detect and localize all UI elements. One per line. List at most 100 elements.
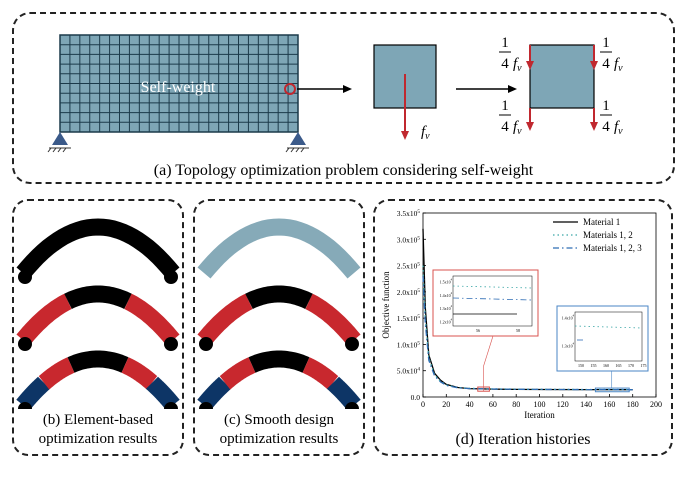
svg-text:1: 1 [602,35,610,51]
inset-2-x-tick-label: 170 [628,363,634,368]
legend-label: Materials 1, 2 [583,230,633,240]
inset-1-leader [483,335,494,367]
svg-text:1: 1 [501,35,509,51]
svg-text:1: 1 [501,98,509,114]
zoom-box-2 [594,387,630,393]
inset-1-y-tick-label: 1.4x104 [440,292,453,298]
arrow-right-icon [297,85,352,93]
y-tick-label: 1.5x105 [397,314,421,323]
arch-segment [305,293,361,346]
inset-2-x-tick-label: 150 [578,363,584,368]
inset-1-x-tick-label: 58 [516,328,520,333]
panel-a-caption: (a) Topology optimization problem consid… [153,162,534,179]
x-tick-label: 20 [442,400,450,409]
svg-text:fv: fv [513,119,522,137]
arch-support-foot [164,337,178,351]
quarter-force-label: 1 4 fv [600,98,623,137]
legend-label: Materials 1, 2, 3 [583,243,642,253]
arch-support-foot [199,337,213,351]
arch-segment [248,350,310,373]
panel-c-caption: (c) Smooth design optimization results [219,412,339,447]
x-tick-label: 200 [650,400,662,409]
panel-b-caption: (b) Element-based optimization results [38,412,158,447]
support-left-icon [47,132,71,153]
panel-b-drawing [16,218,180,409]
panel-c [193,199,365,456]
arch-segment [145,376,180,409]
arch-support-foot [345,337,359,351]
arch-support-foot [18,402,32,409]
arch-segment [16,376,51,409]
y-tick-label: 3.0x105 [397,235,421,244]
y-tick-label: 2.0x105 [397,288,421,297]
panel-d [373,199,673,456]
quarter-force-label: 1 4 fv [499,35,522,74]
highlight-circle [284,83,296,95]
iteration-chart: 0.05.0x1041.0x1051.5x1052.0x1052.5x1053.… [381,209,662,420]
y-tick-label: 1.0x105 [397,340,421,349]
support-right-icon [285,132,309,153]
arch-segment [219,357,256,390]
svg-text:fv: fv [513,56,522,74]
force-arrow-icon [401,74,409,140]
svg-text:4: 4 [602,119,610,135]
inset-2-x-tick-label: 165 [616,363,622,368]
arrow-right-icon [456,85,517,93]
inset-1-frame [452,275,533,327]
panel-b [12,199,184,456]
y-axis-label: Objective function [381,271,391,339]
panel-d-caption: (d) Iteration histories [455,431,591,448]
arch-segment [16,293,72,346]
inset-1-y-tick-label: 1.3x104 [440,305,453,311]
x-axis-label: Iteration [524,410,555,420]
inset-1-y-tick-label: 1.5x104 [440,279,453,285]
panel-a-drawing: Self-weight fv [47,34,623,153]
svg-text:4: 4 [602,56,610,72]
arch-segment [245,285,313,310]
inset-1-y-tick-label: 1.2x104 [440,319,453,325]
arch-segment [326,376,361,409]
inset-2-x-tick-label: 175 [641,363,647,368]
arch-segment [67,350,129,373]
panel-a [12,12,675,184]
arch-segment [197,376,232,409]
arch-support-foot [345,402,359,409]
quarter-force-label: 1 4 fv [499,98,522,137]
inset-2-frame [574,311,643,362]
x-tick-label: 120 [557,400,569,409]
svg-text:fv: fv [614,56,623,74]
x-tick-label: 80 [512,400,520,409]
inset-2-y-tick-label: 1.3x104 [562,343,575,349]
x-tick-label: 140 [580,400,592,409]
arch-support-foot [18,270,32,284]
arch-segment [38,357,75,390]
y-tick-label: 2.5x105 [397,262,421,271]
arch-segment [121,357,158,390]
arch-support-foot [164,270,178,284]
inset-2-y-tick-label: 1.4x104 [562,315,575,321]
arch-segment [302,357,339,390]
y-tick-label: 3.5x105 [397,209,421,218]
x-tick-label: 160 [603,400,615,409]
self-weight-label: Self-weight [141,79,216,96]
arch-segment [64,285,132,310]
inset-2 [556,305,649,372]
svg-text:4: 4 [501,119,509,135]
legend-label: Material 1 [583,217,620,227]
x-tick-label: 60 [489,400,497,409]
svg-text:4: 4 [501,56,509,72]
x-tick-label: 100 [534,400,546,409]
inset-1 [432,269,539,337]
arch-segment [197,218,361,279]
x-tick-label: 0 [421,400,425,409]
arch-support-foot [18,337,32,351]
arch-segment [16,218,180,279]
series-line [422,276,633,391]
svg-text:1: 1 [602,98,610,114]
y-tick-label: 5.0x104 [397,367,421,376]
x-tick-label: 40 [466,400,474,409]
arch-segment [124,293,180,346]
force-label: fv [421,124,430,142]
nodal-element [529,44,595,109]
x-tick-label: 180 [627,400,639,409]
